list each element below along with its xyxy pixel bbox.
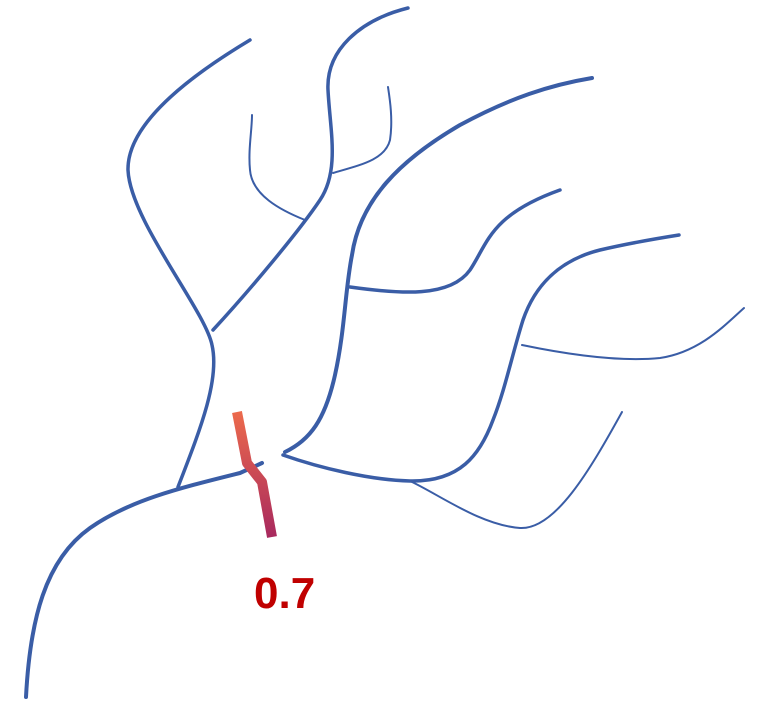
main-trunk-vessel	[24, 461, 264, 699]
thin-top-twig-vessel	[332, 86, 393, 174]
value-label: 0.7	[254, 569, 315, 618]
middle-right-branch-vessel	[348, 188, 562, 294]
upper-right-branch-vessel	[283, 76, 594, 454]
vessel-tree	[24, 6, 745, 699]
thin-right-twig-vessel	[521, 307, 745, 361]
left-loop-branch-vessel	[126, 38, 252, 489]
measurement-marker	[232, 411, 277, 538]
thin-lower-twig-vessel	[409, 411, 623, 530]
thin-left-twig-vessel	[248, 114, 306, 221]
lower-right-branch-vessel	[281, 233, 681, 483]
upper-middle-branch-vessel	[211, 6, 410, 332]
